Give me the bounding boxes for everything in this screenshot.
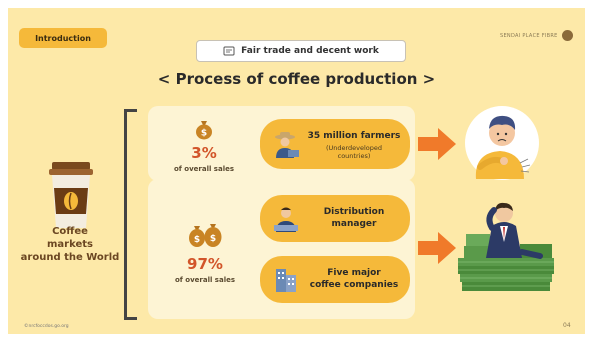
source-credit: ©nrcfoccdos.go.org — [24, 324, 69, 329]
svg-text:$: $ — [201, 129, 207, 139]
arrow-right-icon — [418, 128, 456, 160]
companies-line-2: coffee companies — [309, 280, 399, 290]
subtitle-text: Fair trade and decent work — [241, 46, 379, 56]
worried-farmer-illustration — [465, 106, 539, 180]
money-bag-icon: $ — [196, 121, 212, 140]
subtitle-pill: Fair trade and decent work — [196, 40, 406, 62]
brand: SENDAI PLACE FIBRE — [500, 30, 573, 41]
svg-text:$: $ — [194, 235, 200, 245]
percent-farmers: 3% — [191, 144, 217, 162]
manager-icon — [274, 207, 298, 232]
brand-text: SENDAI PLACE FIBRE — [500, 32, 558, 39]
distribution-line-2: manager — [331, 219, 377, 229]
bracket — [124, 109, 137, 320]
pill-distribution: Distribution manager — [260, 195, 410, 242]
svg-text:$: $ — [210, 234, 216, 244]
pill-companies: Five major coffee companies — [260, 256, 410, 303]
page-number: 04 — [563, 322, 571, 329]
coffee-cup-icon — [46, 160, 96, 232]
rich-man-on-money-illustration — [458, 202, 554, 291]
companies-line-1: Five major — [327, 268, 381, 278]
farmers-title: 35 million farmers — [307, 131, 401, 141]
percent-companies: 97% — [187, 255, 223, 273]
farmers-sub-2: countries) — [337, 152, 371, 160]
arrow-right-icon — [418, 232, 456, 264]
markets-label: Coffee markets around the World — [20, 226, 120, 263]
section-tab: Introduction — [19, 28, 107, 48]
farmers-sub-1: (Underdeveloped — [325, 144, 383, 152]
brand-logo-icon — [561, 30, 573, 41]
distribution-line-1: Distribution — [323, 207, 385, 217]
percent-farmers-caption: of overall sales — [173, 165, 235, 173]
percent-companies-caption: of overall sales — [174, 276, 236, 284]
building-icon — [276, 269, 296, 292]
pill-farmers: 35 million farmers (Underdeveloped count… — [260, 119, 410, 169]
money-bags-icon: $ $ — [189, 224, 222, 247]
farmer-icon — [275, 132, 299, 158]
page-title: < Process of coffee production > — [157, 70, 436, 88]
slide: Introduction SENDAI PLACE FIBRE Fair tra… — [8, 8, 585, 334]
document-icon — [223, 46, 235, 56]
